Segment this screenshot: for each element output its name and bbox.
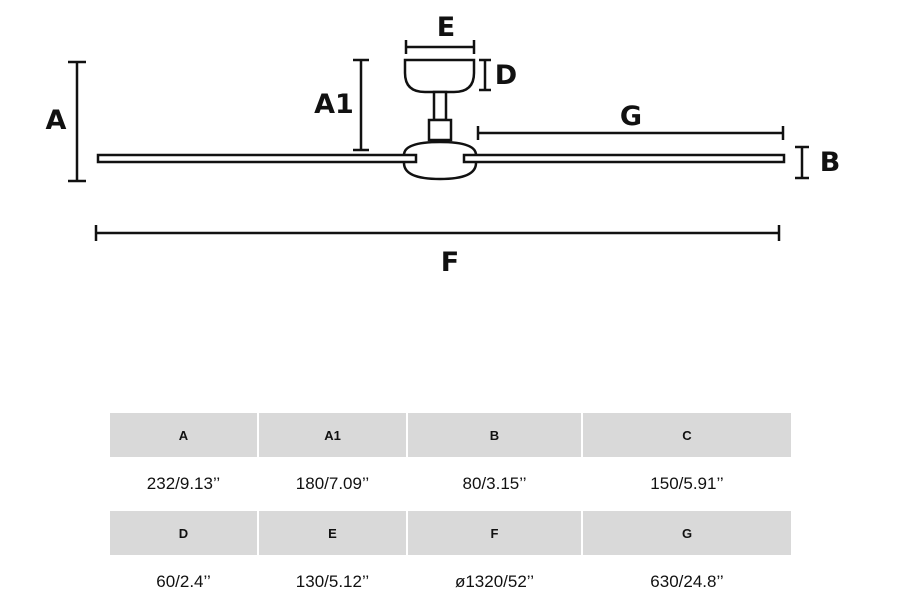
dimension-a1: A1: [314, 58, 369, 152]
table-value-cell: 180/7.09’’: [295, 474, 370, 493]
table-row: 232/9.13’’ 180/7.09’’ 80/3.15’’ 150/5.91…: [110, 457, 791, 511]
ceiling-fan-dimension-diagram: A A1 E D G B: [46, 12, 841, 278]
table-value-cell: 80/3.15’’: [462, 474, 527, 493]
table-header-cell: F: [408, 511, 581, 555]
dimensions-table: A A1 B C 232/9.13’’ 180/7.09’’ 80/3.15’’…: [108, 413, 793, 609]
label-f: F: [441, 247, 459, 278]
table-header-cell: A1: [259, 413, 406, 457]
dimension-e: E: [404, 12, 476, 54]
table-value-cell: 232/9.13’’: [146, 474, 221, 493]
table-value-cell: 130/5.12’’: [295, 572, 370, 591]
label-b: B: [820, 147, 841, 178]
dimension-a: A: [46, 60, 86, 183]
table-header-cell: C: [583, 413, 791, 457]
dimension-g: G: [476, 101, 785, 140]
label-d: D: [495, 60, 517, 91]
table-value-cell: ø1320/52’’: [454, 572, 535, 591]
blade-left: [96, 153, 418, 164]
ceiling-canopy: [403, 58, 476, 94]
table-header-cell: B: [408, 413, 581, 457]
dimension-b: B: [795, 145, 841, 180]
table-value-cell: 630/24.8’’: [650, 572, 724, 591]
table-header-cell: A: [110, 413, 257, 457]
label-a1: A1: [314, 89, 354, 120]
dimension-f: F: [94, 225, 781, 278]
blade-right: [462, 153, 786, 164]
label-e: E: [437, 12, 455, 43]
table-header-row: D E F G: [110, 511, 791, 555]
label-a: A: [46, 105, 67, 136]
table-header-cell: D: [110, 511, 257, 555]
table-row: 60/2.4’’ 130/5.12’’ ø1320/52’’ 630/24.8’…: [110, 555, 791, 609]
coupler: [427, 118, 453, 142]
table-header-cell: G: [583, 511, 791, 555]
downrod: [432, 90, 448, 122]
fan-body: [96, 58, 786, 181]
table-header-cell: E: [259, 511, 406, 555]
dimension-d: D: [479, 58, 517, 92]
table-header-row: A A1 B C: [110, 413, 791, 457]
label-g: G: [620, 101, 642, 132]
table-value-cell: 60/2.4’’: [156, 572, 211, 591]
table-value-cell: 150/5.91’’: [650, 474, 724, 493]
